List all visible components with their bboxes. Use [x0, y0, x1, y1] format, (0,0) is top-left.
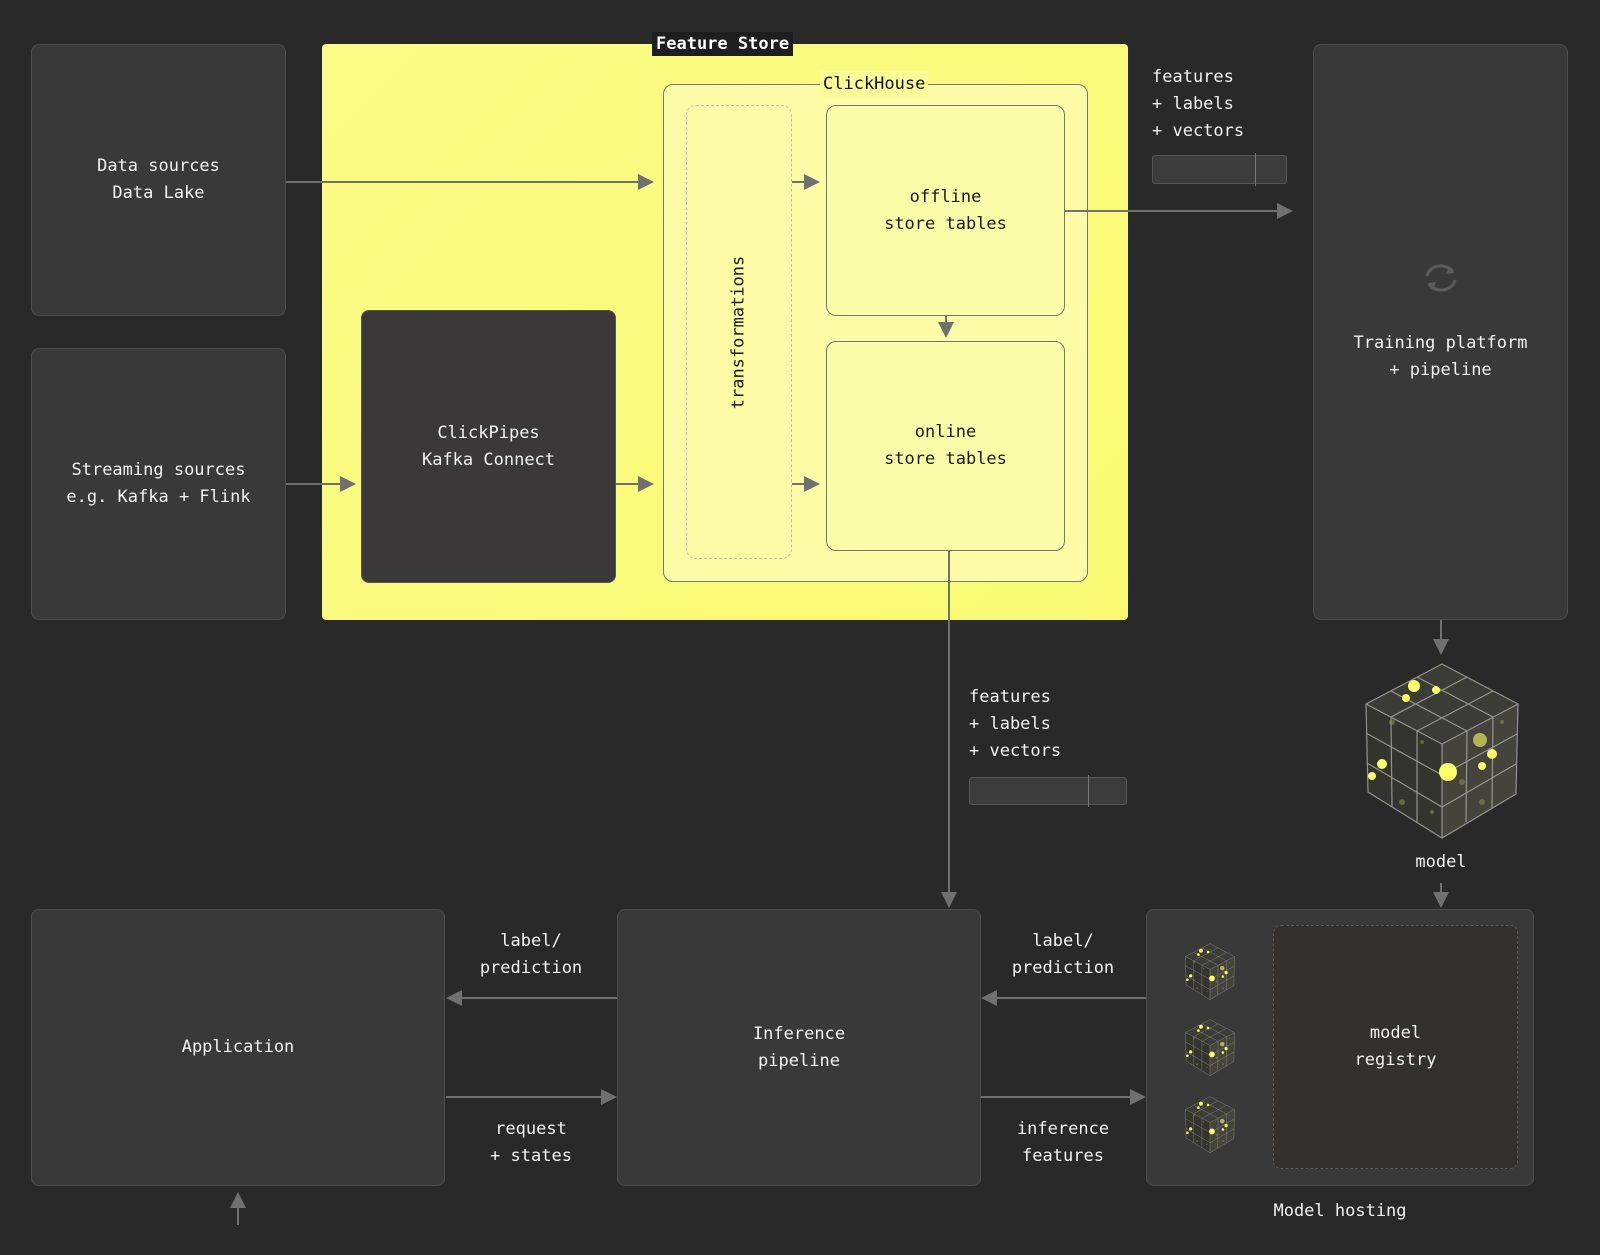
clickpipes-box: ClickPipes Kafka Connect	[361, 310, 616, 583]
model-cube-icon-2	[1185, 1019, 1235, 1076]
streaming-sources-box: Streaming sources e.g. Kafka + Flink	[31, 348, 286, 620]
features-labels-mid: features + labels + vectors	[969, 687, 1062, 761]
inference-features-label: inference features	[1016, 1119, 1110, 1166]
request-states-label: request + states	[490, 1119, 572, 1166]
sync-icon	[1425, 264, 1457, 292]
offline-store-box: offline store tables	[826, 105, 1065, 316]
model-hosting-title: Model hosting	[1273, 1201, 1407, 1221]
inference-pipeline-box: Inference pipeline	[617, 909, 981, 1186]
model-label: model	[1415, 852, 1467, 872]
feature-store-title: Feature Store	[652, 32, 794, 56]
model-registry-box: model registry	[1273, 925, 1518, 1169]
model-cube-icon-3	[1185, 1096, 1235, 1153]
vector-bar-mid	[969, 775, 1127, 807]
host-prediction-label: label/ prediction	[1011, 931, 1115, 978]
transformations-box: transformations	[686, 105, 792, 559]
training-platform-box: Training platform + pipeline	[1313, 44, 1568, 620]
features-labels-top: features + labels + vectors	[1152, 67, 1245, 141]
application-box: Application	[31, 909, 445, 1186]
clickhouse-title: ClickHouse	[820, 71, 929, 97]
model-cube-icon	[1364, 663, 1520, 839]
app-prediction-label: label/ prediction	[479, 931, 583, 978]
vector-bar-top	[1152, 153, 1287, 186]
online-store-box: online store tables	[826, 341, 1065, 551]
data-sources-box: Data sources Data Lake	[31, 44, 286, 316]
model-cube-icon-1	[1185, 943, 1235, 1000]
